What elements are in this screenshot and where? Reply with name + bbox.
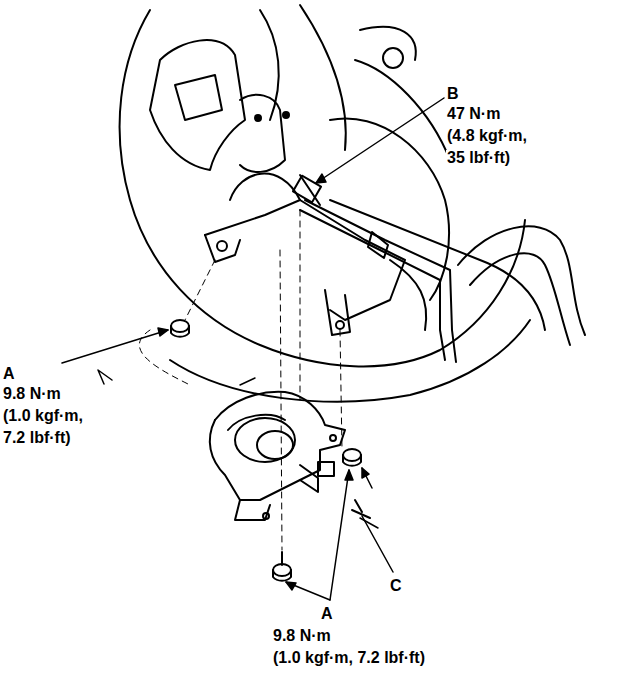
torque-spec: (4.8 kgf·m, (446, 128, 528, 144)
torque-spec: 7.2 lbf·ft) (2, 430, 72, 446)
callout-letter: A (2, 366, 16, 382)
torque-spec: 35 lbf·ft) (446, 150, 511, 166)
callout-letter: B (446, 86, 460, 102)
torque-spec: 47 N·m (446, 106, 501, 122)
callout-letter: A (320, 606, 334, 622)
torque-spec: 9.8 N·m (2, 386, 62, 402)
torque-spec: (1.0 kgf·m, (2, 408, 84, 424)
callout-letter: C (389, 578, 403, 594)
torque-spec: (1.0 kgf·m, 7.2 lbf·ft) (272, 650, 426, 666)
torque-spec: 9.8 N·m (272, 628, 332, 644)
